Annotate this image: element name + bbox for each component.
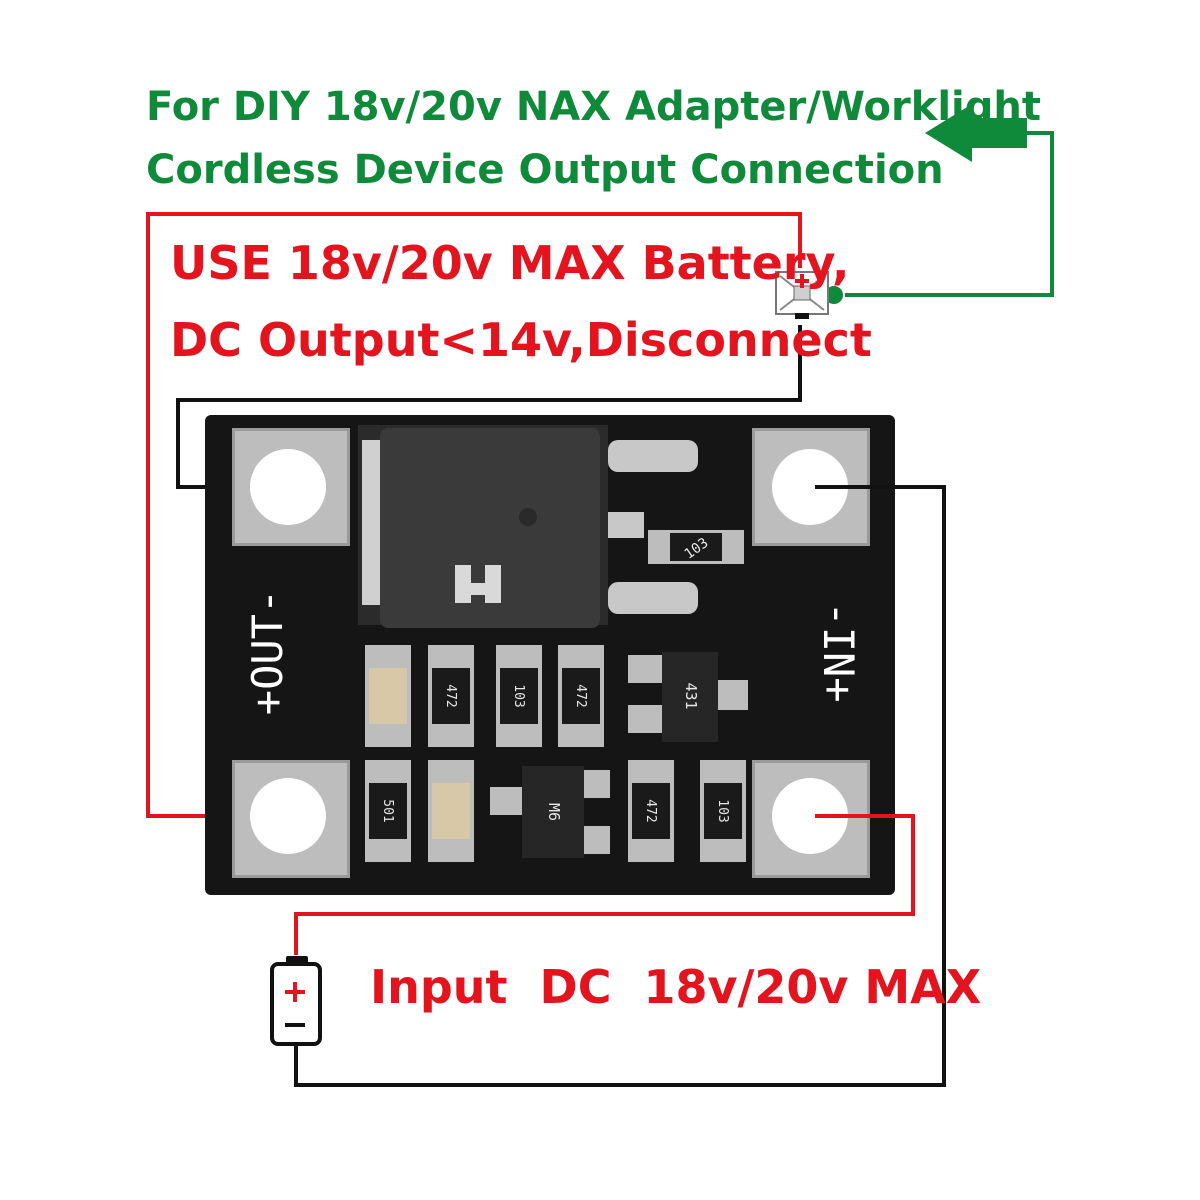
battery-icon: [270, 956, 322, 1046]
in-plus-terminal: [772, 778, 848, 854]
resistor-code-r1: 472: [443, 684, 458, 707]
regulator-chip: [380, 428, 600, 628]
resistor-code-r6: 103: [715, 799, 730, 822]
input-label: Input DC 18v/20v MAX: [370, 960, 982, 1014]
transistor-431: [662, 652, 718, 742]
red-input-wire: [294, 814, 915, 955]
arrow-left-icon: [925, 104, 972, 162]
component-row-top: 472 103 472 431: [365, 645, 748, 747]
in-minus-terminal: [772, 449, 848, 525]
resistor-code-r5: 472: [643, 799, 658, 822]
red-output-wire: [146, 212, 802, 818]
warning-line-1: USE 18v/20v MAX Battery,: [170, 236, 850, 290]
transistor-m6: [522, 766, 584, 858]
out-label: +OUT-: [243, 589, 292, 715]
transistor-code-t1: 431: [682, 682, 700, 709]
pcb-board: 103 472 103 472 431: [205, 415, 895, 895]
out-minus-terminal: [250, 449, 326, 525]
header-line-1: For DIY 18v/20v NAX Adapter/Worklight: [146, 84, 1041, 130]
out-plus-terminal: [250, 778, 326, 854]
header-line-2: Cordless Device Output Connection: [146, 147, 944, 193]
output-connection-wire: [823, 104, 1054, 306]
resistor-code-r2: 103: [511, 684, 526, 707]
resistor-code-r3: 472: [573, 684, 588, 707]
warning-line-2: DC Output<14v,Disconnect: [170, 313, 872, 367]
transistor-code-t2: M6: [545, 803, 563, 821]
resistor-code-r4: 501: [380, 799, 395, 822]
in-label: -IN+: [814, 601, 863, 702]
black-input-wire: [294, 485, 946, 1087]
component-row-bottom: 501 M6 472 103: [365, 760, 746, 862]
connector-icon: [775, 271, 829, 319]
